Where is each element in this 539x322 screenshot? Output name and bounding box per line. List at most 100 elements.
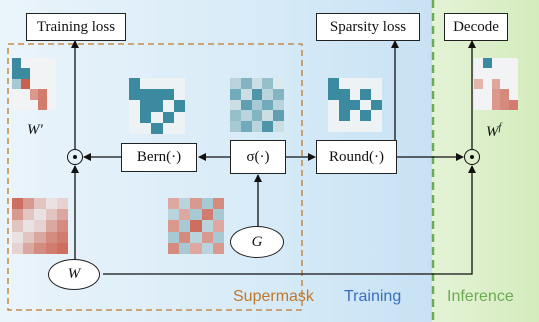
- matrix-cell: [212, 198, 224, 210]
- w-prime-label: W′: [27, 122, 43, 138]
- matrix-cell: [23, 242, 35, 254]
- matrix-cell: [338, 88, 350, 100]
- matrix-cell: [338, 121, 350, 132]
- matrix-cell: [34, 209, 46, 221]
- matrix-cell: [129, 78, 141, 90]
- matrix-cell: [338, 78, 350, 89]
- matrix-cell: [474, 99, 483, 110]
- matrix-cell: [140, 89, 152, 101]
- matrix-cell: [262, 78, 274, 89]
- matrix-cell: [500, 89, 510, 100]
- matrix-cell: [190, 209, 202, 221]
- matrix-cell: [151, 122, 163, 134]
- matrix-cell: [371, 110, 382, 122]
- matrix-cell: [500, 68, 510, 79]
- matrix-cell: [151, 78, 163, 90]
- matrix-cell: [230, 99, 241, 111]
- matrix-cell: [240, 99, 252, 111]
- matrix-cell: [140, 111, 152, 123]
- matrix-cell: [173, 100, 185, 112]
- matrix-cell: [482, 99, 492, 110]
- matrix-cell: [240, 78, 252, 89]
- matrix-cell: [190, 220, 202, 232]
- matrix-cell: [509, 89, 518, 100]
- matrix-cell: [482, 58, 492, 69]
- matrix-cell: [371, 99, 382, 111]
- matrix-cell: [230, 88, 241, 100]
- matrix-cell: [47, 99, 56, 110]
- matrix-cell: [56, 209, 68, 221]
- matrix-cell: [328, 99, 339, 111]
- matrix-cell: [34, 242, 46, 254]
- matrix-cell: [168, 209, 180, 221]
- wf-matrix: [474, 58, 518, 110]
- inference-label: Inference: [447, 288, 514, 305]
- matrix-cell: [371, 88, 382, 100]
- matrix-cell: [349, 110, 361, 122]
- matrix-cell: [168, 231, 180, 243]
- matrix-cell: [140, 100, 152, 112]
- matrix-cell: [129, 89, 141, 101]
- matrix-cell: [491, 89, 501, 100]
- matrix-cell: [360, 110, 372, 122]
- matrix-cell: [360, 99, 372, 111]
- matrix-cell: [56, 220, 68, 232]
- w-f-label-sup: f: [498, 122, 502, 133]
- matrix-cell: [360, 121, 372, 132]
- matrix-cell: [162, 100, 174, 112]
- matrix-cell: [491, 78, 501, 90]
- matrix-cell: [273, 78, 284, 89]
- matrix-cell: [173, 78, 185, 90]
- matrix-cell: [190, 242, 202, 254]
- matrix-cell: [179, 242, 191, 254]
- matrix-cell: [34, 231, 46, 243]
- matrix-cell: [230, 110, 241, 122]
- matrix-cell: [509, 78, 518, 90]
- matrix-cell: [173, 89, 185, 101]
- bern-mask-matrix: [129, 78, 185, 134]
- matrix-cell: [262, 110, 274, 122]
- matrix-cell: [500, 99, 510, 110]
- matrix-cell: [273, 121, 284, 132]
- matrix-cell: [162, 122, 174, 134]
- wprime-matrix: [12, 58, 56, 110]
- matrix-cell: [474, 78, 483, 90]
- matrix-cell: [162, 111, 174, 123]
- decode-box: Decode: [444, 13, 508, 41]
- matrix-cell: [12, 198, 24, 210]
- bern-box: Bern(·): [121, 143, 197, 172]
- matrix-cell: [474, 89, 483, 100]
- matrix-cell: [140, 122, 152, 134]
- matrix-cell: [12, 78, 21, 90]
- matrix-cell: [20, 89, 30, 100]
- matrix-cell: [240, 110, 252, 122]
- matrix-cell: [12, 68, 21, 79]
- elementwise-product-right-icon: [464, 149, 480, 165]
- matrix-cell: [162, 78, 174, 90]
- w-f-label: Wf: [486, 122, 501, 141]
- matrix-cell: [45, 231, 57, 243]
- matrix-cell: [201, 209, 213, 221]
- matrix-cell: [45, 209, 57, 221]
- matrix-cell: [212, 242, 224, 254]
- matrix-cell: [262, 121, 274, 132]
- matrix-cell: [509, 58, 518, 69]
- matrix-cell: [262, 88, 274, 100]
- w-matrix: [12, 198, 68, 254]
- matrix-cell: [129, 100, 141, 112]
- matrix-cell: [29, 58, 39, 69]
- matrix-cell: [179, 231, 191, 243]
- training-loss-box: Training loss: [26, 13, 126, 41]
- sparsity-loss-box: Sparsity loss: [316, 13, 420, 41]
- matrix-cell: [482, 78, 492, 90]
- matrix-cell: [240, 121, 252, 132]
- matrix-cell: [38, 68, 48, 79]
- matrix-cell: [349, 78, 361, 89]
- matrix-cell: [251, 78, 263, 89]
- matrix-cell: [47, 58, 56, 69]
- matrix-cell: [47, 78, 56, 90]
- matrix-cell: [179, 220, 191, 232]
- matrix-cell: [12, 220, 24, 232]
- matrix-cell: [179, 198, 191, 210]
